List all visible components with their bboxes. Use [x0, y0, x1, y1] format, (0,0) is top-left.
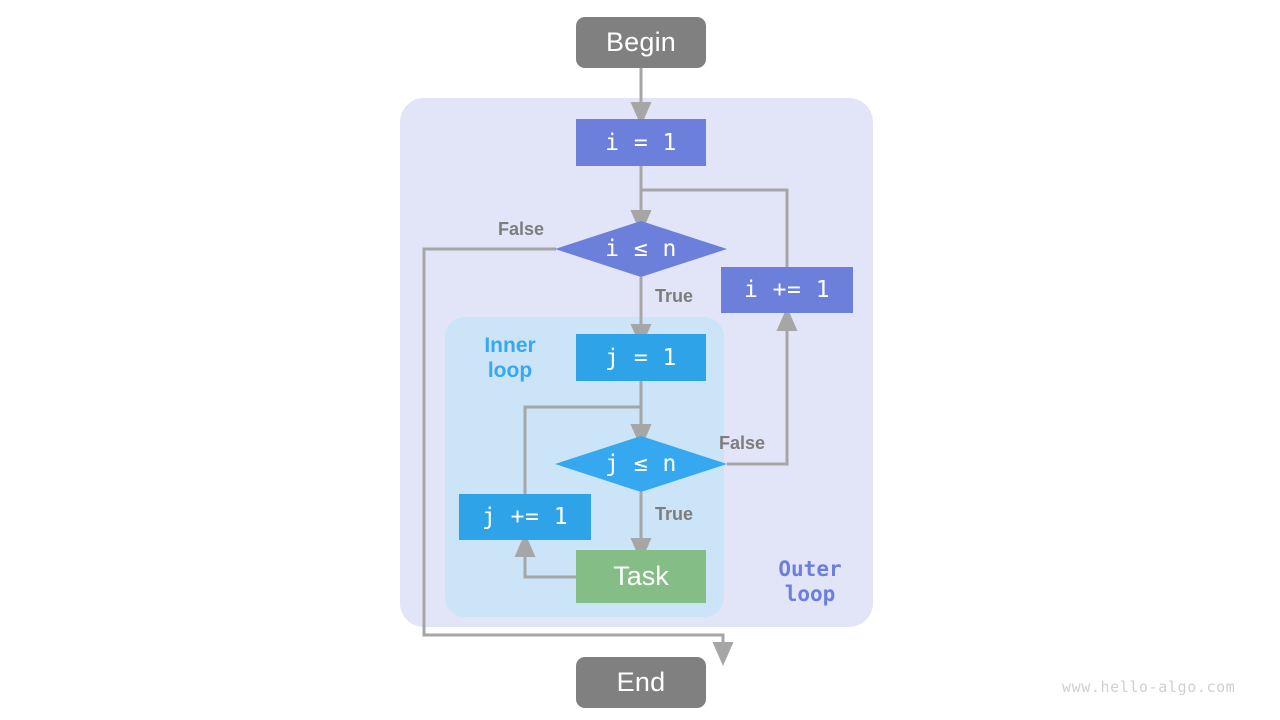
node-j-incr-label: j += 1 [481, 504, 569, 530]
node-i-incr-label: i += 1 [743, 277, 831, 303]
edge-j-incr-to-j-cond [523, 405, 652, 494]
decision-j-cond-shape[interactable] [555, 436, 727, 492]
node-j-init[interactable]: j = 1 [576, 334, 706, 381]
node-j-init-label: j = 1 [605, 344, 677, 371]
edge-label-i-false: False [498, 219, 545, 239]
node-i-init[interactable]: i = 1 [576, 119, 706, 166]
edge-task-to-j-incr [514, 533, 576, 579]
edge-i-incr-to-i-cond [630, 188, 789, 267]
node-begin[interactable]: Begin [576, 17, 706, 68]
edge-label-i-true: True [655, 286, 694, 306]
node-j-incr[interactable]: j += 1 [459, 494, 591, 540]
node-i-init-label: i = 1 [605, 129, 677, 156]
outer-loop-label: Outer loop [778, 557, 842, 606]
edge-j-cond-false-to-i-incr [727, 307, 798, 466]
node-begin-label: Begin [605, 27, 677, 57]
watermark: www.hello-algo.com [1062, 678, 1236, 696]
node-task-label: Task [613, 561, 669, 591]
edge-label-j-true: True [655, 504, 694, 524]
node-i-incr[interactable]: i += 1 [721, 267, 853, 313]
node-end[interactable]: End [576, 657, 706, 708]
node-task[interactable]: Task [576, 550, 706, 603]
edge-i-cond-false [422, 247, 734, 666]
edge-label-j-false: False [719, 433, 766, 453]
decision-i-cond-shape[interactable] [555, 221, 727, 277]
inner-loop-label: Inner loop [484, 334, 536, 382]
node-end-label: End [616, 667, 666, 697]
